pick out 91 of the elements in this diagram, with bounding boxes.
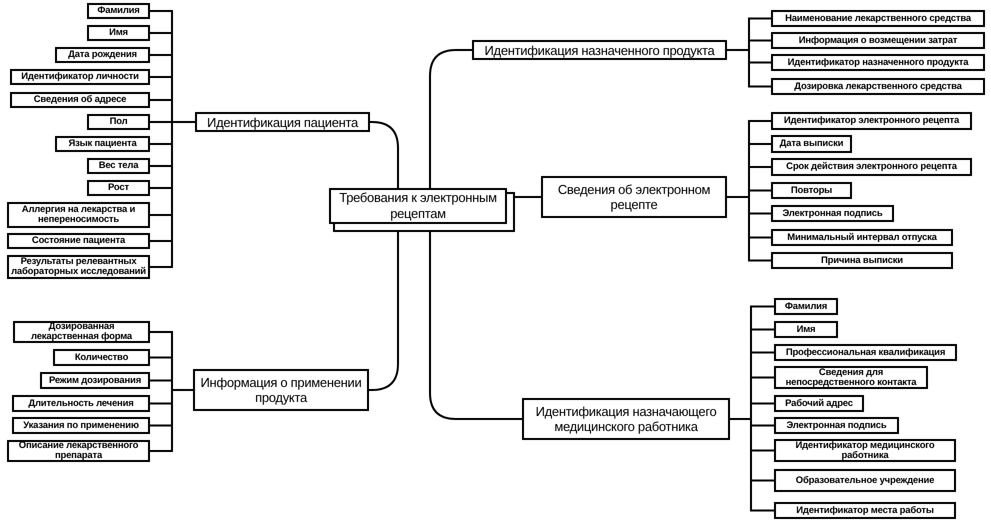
box-label: Профессиональная квалификация [786,348,946,358]
field-box [774,502,956,519]
field-box [771,252,953,269]
box-label: Рабочий адрес [785,398,853,408]
box-label: Указания по применению [23,420,139,430]
box-label: Дата выписки [780,139,844,149]
box-label: Сведения об адресе [34,95,126,105]
box-label: Аллергия на лекарства и непереносимость [20,205,136,225]
field-box [87,158,150,174]
box-label: Образовательное учреждение [796,476,934,486]
field-box [55,136,150,152]
field-box [40,372,150,389]
field-box [774,439,956,462]
box-label: Состояние пациента [32,236,126,246]
field-box [7,202,150,228]
field-box [774,395,864,412]
box-label: Срок действия электронного рецепта [786,162,957,172]
field-box [771,10,985,27]
box-label: Электронная подпись [786,420,887,430]
field-box [87,3,150,19]
box-label: Информация о возмещении затрат [798,36,958,46]
box-label: Длительность лечения [28,398,134,408]
box-label: Пол [110,117,128,127]
box-label: Информация о применении продукта [200,375,362,405]
field-box [771,78,985,95]
box-label: Идентификатор назначенного продукта [788,58,968,68]
box-label: Режим дозирования [48,376,142,386]
box-label: Имя [796,324,816,334]
connector-line [150,389,193,452]
field-box [87,114,150,130]
box-label: Минимальный интервал отпуска [787,232,937,242]
field-box [771,205,894,222]
box-label: Имя [109,28,128,38]
field-box [55,47,150,63]
box-label: Описание лекарственного препарата [18,441,140,461]
box-label: Причина выписки [821,256,903,266]
box-label: Сведения для непосредственного контакта [784,368,918,388]
field-box [12,417,150,434]
field-box [771,135,852,153]
box-label: Идентификация пациента [207,114,358,130]
field-box [771,182,852,199]
box-label: Идентификатор медицинского работника [794,440,936,460]
box-label: Количество [74,352,128,362]
field-box [7,440,150,462]
box-label: Результаты релевантных лабораторных исследований [11,257,146,277]
connector-line [150,121,195,268]
box-label: Фамилия [784,302,828,312]
field-box [10,69,150,85]
box-label: Электронная подпись [782,208,883,218]
field-box [12,395,150,412]
category-box [472,40,727,60]
box-label: Дозированная лекарственная форма [30,322,134,342]
category-box [522,398,730,440]
box-label: Повторы [790,186,832,196]
box-label: Рост [108,183,129,193]
field-box [771,158,972,176]
box-label: Идентификатор личности [21,72,139,82]
field-box [774,417,899,434]
field-box [774,298,838,315]
field-box [53,349,150,366]
box-label: Наименование лекарственного средства [785,14,971,24]
field-box [771,32,985,49]
field-box [771,229,953,246]
box-label: Фамилия [97,6,140,16]
field-box [7,233,150,249]
box-label: Идентификация назначенного продукта [484,42,714,58]
field-box [774,344,957,361]
field-box [87,25,150,41]
field-box [13,321,150,343]
category-box [541,176,727,218]
field-box [87,180,150,196]
box-label: Идентификация назначающего медицинского работника [534,404,718,434]
field-box [771,54,985,71]
field-box [10,92,150,108]
connector-line [370,121,399,188]
connector-line [429,49,472,188]
box-label: Дозировка лекарственного средства [794,82,962,92]
field-box [771,112,972,130]
category-box [195,112,370,132]
box-label: Вес тела [98,161,138,171]
category-box [193,369,369,411]
field-box [7,255,150,279]
box-label: Язык пациента [68,139,137,149]
field-box [774,366,928,389]
box-label: Требования к электронным рецептам [338,190,498,222]
box-label: Идентификатор места работы [796,506,934,516]
box-label: Сведения об электронном рецепте [556,182,712,212]
box-label: Идентификатор электронного рецепта [784,116,960,126]
field-box [774,321,838,338]
box-label: Дата рождения [68,50,137,60]
field-box [774,469,956,492]
